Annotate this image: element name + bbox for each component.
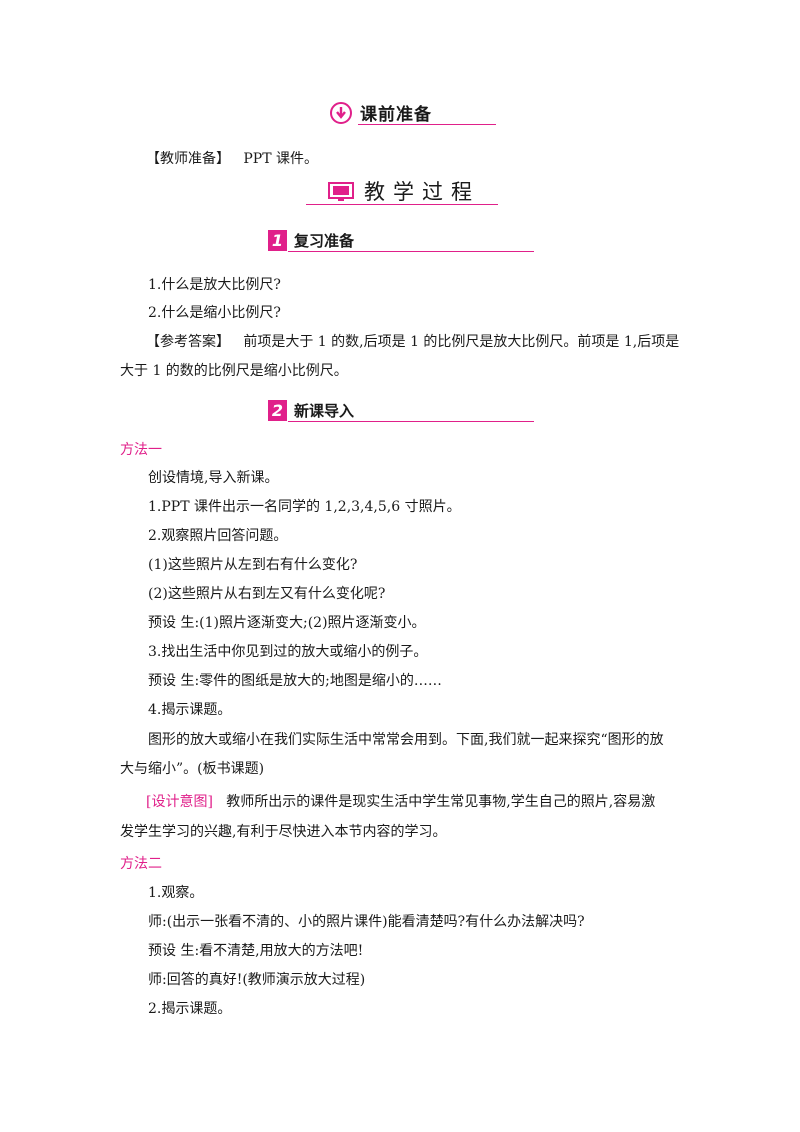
method-line: 1.PPT 课件出示一名同学的 1,2,3,4,5,6 寸照片。 [148, 499, 461, 515]
method-line: 创设情境,导入新课。 [148, 470, 279, 486]
method-line: 2.观察照片回答问题。 [148, 528, 288, 544]
design-intent-wrap: 发学生学习的兴趣,有利于尽快进入本节内容的学习。 [120, 824, 447, 840]
section-rule [288, 251, 534, 252]
method-line: 3.找出生活中你见到过的放大或缩小的例子。 [148, 644, 428, 660]
design-intent-text: 教师所出示的课件是现实生活中学生常见事物,学生自己的照片,容易激 [226, 794, 656, 810]
section-title: 复习准备 [294, 232, 355, 250]
method-line: 预设 生:(1)照片逐渐变大;(2)照片逐渐变小。 [148, 615, 426, 631]
download-circle-icon [330, 102, 352, 124]
method-line: 图形的放大或缩小在我们实际生活中常常会用到。下面,我们就一起来探究“图形的放 [148, 732, 664, 748]
method-title: 方法二 [120, 856, 162, 872]
method-line: 1.观察。 [148, 885, 204, 901]
method-line: 2.揭示课题。 [148, 1001, 232, 1017]
method-title: 方法一 [120, 442, 162, 458]
section-header-prep: 课前准备 [330, 100, 496, 128]
section-number-badge: 2 [268, 400, 287, 421]
teacher-prep-text: PPT 课件。 [243, 151, 318, 167]
answer-line-wrap: 大于 1 的数的比例尺是缩小比例尺。 [120, 363, 348, 379]
method-line: (2)这些照片从右到左又有什么变化呢? [148, 586, 386, 602]
method-line: 4.揭示课题。 [148, 702, 232, 718]
teacher-prep-label: 【教师准备】 [146, 151, 230, 167]
design-intent: [设计意图] 教师所出示的课件是现实生活中学生常见事物,学生自己的照片,容易激 [146, 792, 655, 812]
design-intent-label: [设计意图] [146, 794, 213, 810]
monitor-icon [328, 182, 354, 201]
answer-label: 【参考答案】 [146, 334, 230, 350]
section-title: 课前准备 [360, 105, 432, 125]
section-header-intro: 2 新课导入 [268, 398, 538, 426]
section-rule [306, 204, 498, 205]
section-number-badge: 1 [268, 230, 287, 251]
section-title: 新课导入 [294, 402, 355, 420]
method-line: 师:回答的真好!(教师演示放大过程) [148, 972, 366, 988]
review-question: 1.什么是放大比例尺? [148, 277, 281, 293]
method-line: 师:(出示一张看不清的、小的照片课件)能看清楚吗?有什么办法解决吗? [148, 914, 585, 930]
answer-line: 【参考答案】 前项是大于 1 的数,后项是 1 的比例尺是放大比例尺。前项是 1… [146, 332, 679, 352]
method-line: (1)这些照片从左到右有什么变化? [148, 557, 358, 573]
section-rule [358, 124, 496, 125]
method-line-wrap: 大与缩小”。(板书课题) [120, 761, 265, 777]
section-header-review: 1 复习准备 [268, 228, 538, 256]
method-line: 预设 生:零件的图纸是放大的;地图是缩小的…… [148, 673, 442, 689]
review-question: 2.什么是缩小比例尺? [148, 305, 281, 321]
answer-text: 前项是大于 1 的数,后项是 1 的比例尺是放大比例尺。前项是 1,后项是 [243, 334, 680, 350]
teacher-prep: 【教师准备】 PPT 课件。 [146, 149, 318, 169]
section-header-process: 教学过程 [306, 176, 500, 210]
section-rule [288, 421, 534, 422]
method-line: 预设 生:看不清楚,用放大的方法吧! [148, 943, 364, 959]
section-title: 教学过程 [364, 180, 480, 204]
